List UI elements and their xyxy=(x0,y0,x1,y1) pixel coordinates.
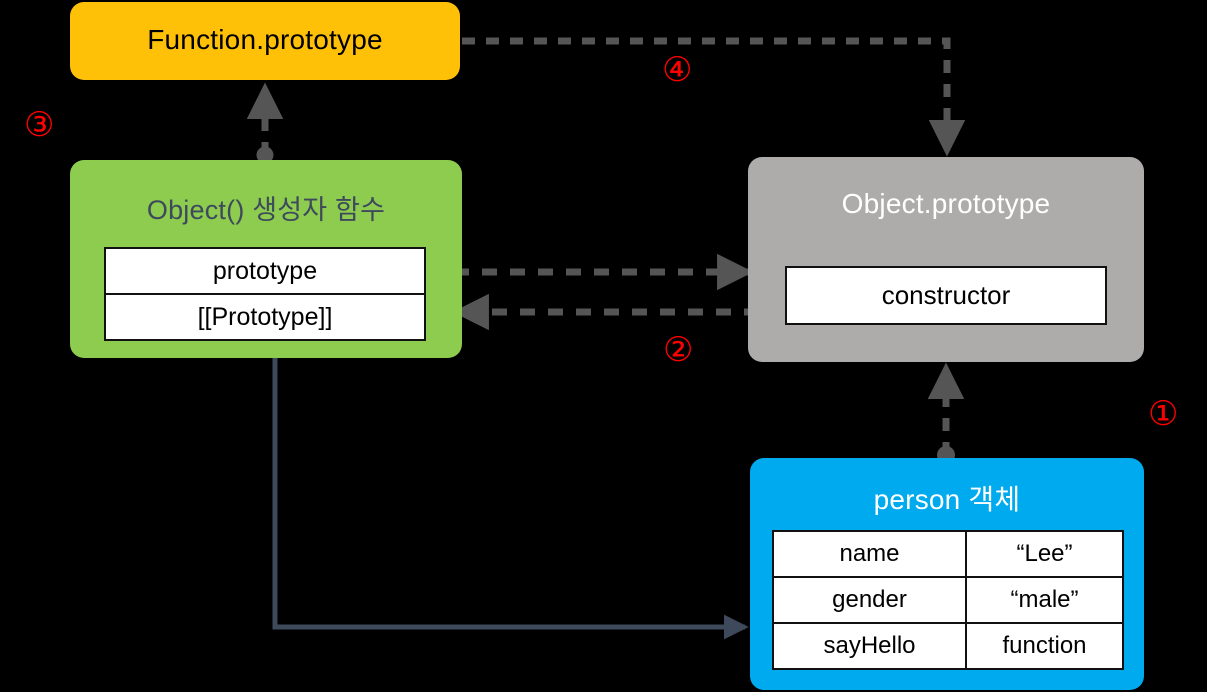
object-constructor-property-table: prototype [[Prototype]] xyxy=(104,247,426,341)
step-number-4: ④ xyxy=(662,50,693,90)
property-value-gender: “male” xyxy=(965,576,1124,624)
edge-person-to-object-prototype xyxy=(927,362,965,464)
person-property-table: name “Lee” gender “male” sayHello functi… xyxy=(772,530,1124,670)
property-constructor: constructor xyxy=(785,266,1107,325)
step-number-2: ② xyxy=(663,330,694,370)
property-value-name: “Lee” xyxy=(965,530,1124,578)
table-row[interactable]: gender “male” xyxy=(772,576,1124,624)
property-key-sayhello: sayHello xyxy=(772,622,967,670)
node-function-prototype-title: Function.prototype xyxy=(147,24,383,55)
table-row[interactable]: constructor xyxy=(785,266,1107,325)
property-internal-prototype: [[Prototype]] xyxy=(104,293,426,341)
table-row[interactable]: prototype xyxy=(104,247,426,295)
property-value-sayhello: function xyxy=(965,622,1124,670)
node-object-prototype-title: Object.prototype xyxy=(841,188,1051,219)
property-prototype: prototype xyxy=(104,247,426,295)
node-object-constructor-title: Object() 생성자 함수 xyxy=(146,195,386,225)
edge-prototype-to-object-prototype xyxy=(417,253,754,291)
table-row[interactable]: name “Lee” xyxy=(772,530,1124,578)
edge-object-constructor-creates-person xyxy=(272,358,749,640)
node-function-prototype[interactable]: Function.prototype xyxy=(70,2,460,80)
edge-object-constructor-to-function-prototype xyxy=(246,82,284,164)
edge-function-prototype-to-object-prototype xyxy=(462,37,966,157)
table-row[interactable]: [[Prototype]] xyxy=(104,293,426,341)
node-person-object-title: person 객체 xyxy=(873,484,1021,515)
table-row[interactable]: sayHello function xyxy=(772,622,1124,670)
property-key-name: name xyxy=(772,530,967,578)
node-object-prototype[interactable]: Object.prototype xyxy=(748,157,1144,362)
property-key-gender: gender xyxy=(772,576,967,624)
step-number-3: ③ xyxy=(24,105,55,145)
object-prototype-property-table: constructor xyxy=(785,266,1107,325)
step-number-1: ① xyxy=(1148,394,1179,434)
edge-constructor-to-object-constructor xyxy=(452,293,796,331)
